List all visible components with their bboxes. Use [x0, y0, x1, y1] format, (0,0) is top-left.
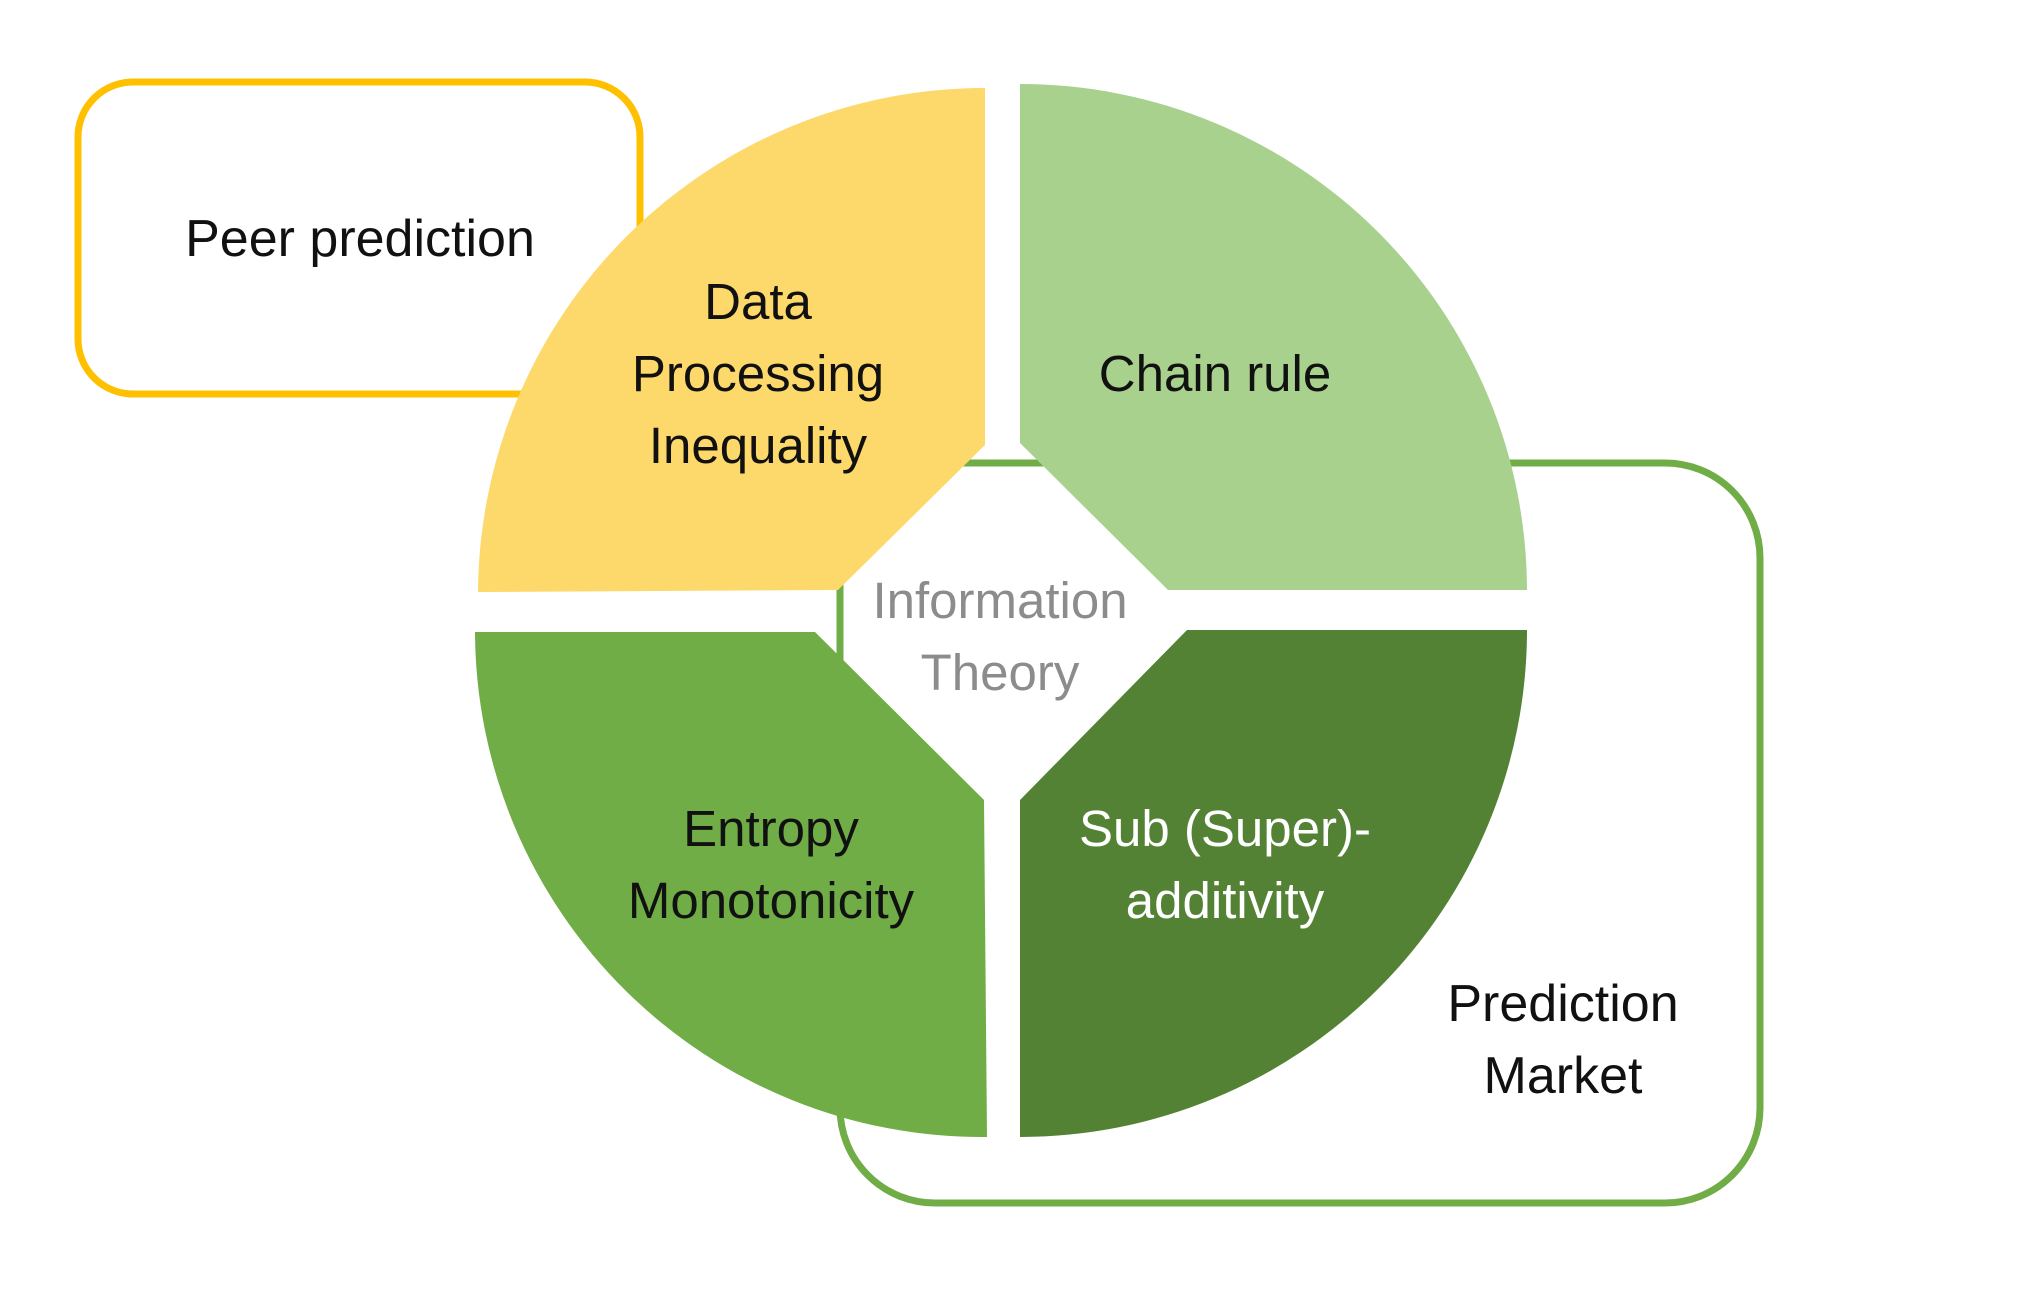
segment-entropy-monotonicity: [475, 632, 987, 1138]
prediction-market-label-line2: Market: [1484, 1047, 1643, 1105]
segment-data-processing-inequality: [478, 87, 985, 592]
entropy-label-line1: Entropy: [683, 800, 859, 857]
data-processing-label-line1: Data: [704, 273, 812, 330]
peer-prediction-label: Peer prediction: [185, 210, 535, 268]
sub-super-label-line1: Sub (Super)-: [1079, 800, 1371, 857]
segment-sub-super-additivity: [1020, 630, 1527, 1137]
entropy-label-line2: Monotonicity: [628, 872, 915, 929]
center-label-line1: Information: [872, 572, 1127, 629]
sub-super-label-line2: additivity: [1126, 872, 1325, 929]
chain-rule-label: Chain rule: [1099, 345, 1331, 402]
data-processing-label-line2: Processing: [632, 345, 884, 402]
data-processing-label-line3: Inequality: [649, 417, 868, 474]
center-label-line2: Theory: [921, 644, 1080, 701]
prediction-market-label-line1: Prediction: [1447, 975, 1678, 1033]
segment-chain-rule: [1020, 84, 1527, 590]
